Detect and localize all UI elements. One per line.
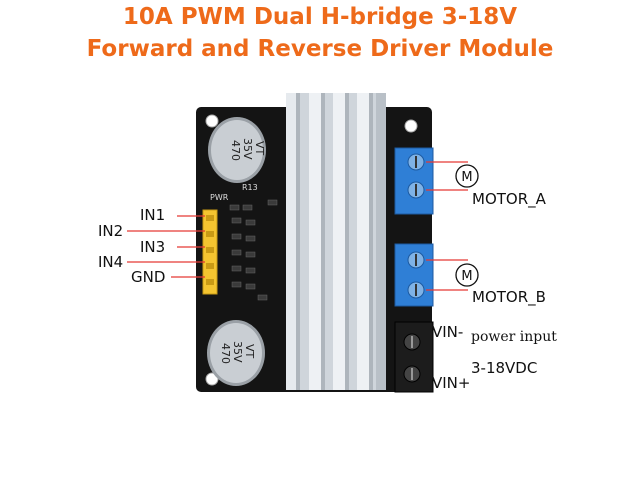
cap-top-text-3: VT: [253, 141, 266, 156]
cap-top-text-1: 470: [229, 140, 242, 161]
input-header: [202, 209, 218, 295]
motor-leader-lines: [426, 161, 468, 291]
terminal-motor-b: [394, 243, 434, 307]
pin-label-in2: IN2: [98, 222, 124, 240]
mount-hole-tr: [404, 119, 418, 133]
heatsink: [286, 93, 386, 390]
capacitor-bottom: 470 35V VT: [207, 320, 265, 386]
cap-top-text-2: 35V: [241, 138, 254, 160]
product-title: 10A PWM Dual H-bridge 3-18V: [122, 4, 518, 30]
power-input-label: power input: [471, 329, 557, 345]
motor-b-symbol: [455, 263, 479, 287]
pin-leader-lines: [127, 215, 205, 278]
terminal-motor-a: [394, 147, 434, 215]
cap-bottom-text-3: VT: [243, 344, 256, 359]
pin-label-gnd: GND: [131, 268, 166, 286]
pin-label-in3: IN3: [140, 238, 166, 256]
vin-plus-label: VIN+: [432, 374, 471, 392]
motor-b-symbol-letter: M: [461, 269, 472, 284]
mount-hole-tl: [205, 114, 219, 128]
pin-label-in4: IN4: [98, 253, 124, 271]
cap-bottom-text-1: 470: [219, 343, 232, 364]
product-subtitle: Forward and Reverse Driver Module: [86, 36, 554, 62]
motor-a-label: MOTOR_A: [472, 190, 546, 208]
smd-components: [229, 199, 278, 301]
voltage-range-label: 3-18VDC: [471, 359, 538, 377]
silk-pwr: PWR: [210, 193, 229, 202]
pin-label-in1: IN1: [140, 206, 166, 224]
motor-b-label: MOTOR_B: [472, 288, 546, 306]
motor-a-symbol-letter: M: [461, 170, 472, 185]
terminal-power: [394, 321, 434, 393]
capacitor-top: 470 35V VT: [208, 117, 266, 183]
silk-r13: R13: [242, 183, 258, 192]
mount-hole-bl: [205, 372, 219, 386]
vin-minus-label: VIN-: [432, 323, 464, 341]
motor-a-symbol: [455, 164, 479, 188]
cap-bottom-text-2: 35V: [231, 341, 244, 363]
